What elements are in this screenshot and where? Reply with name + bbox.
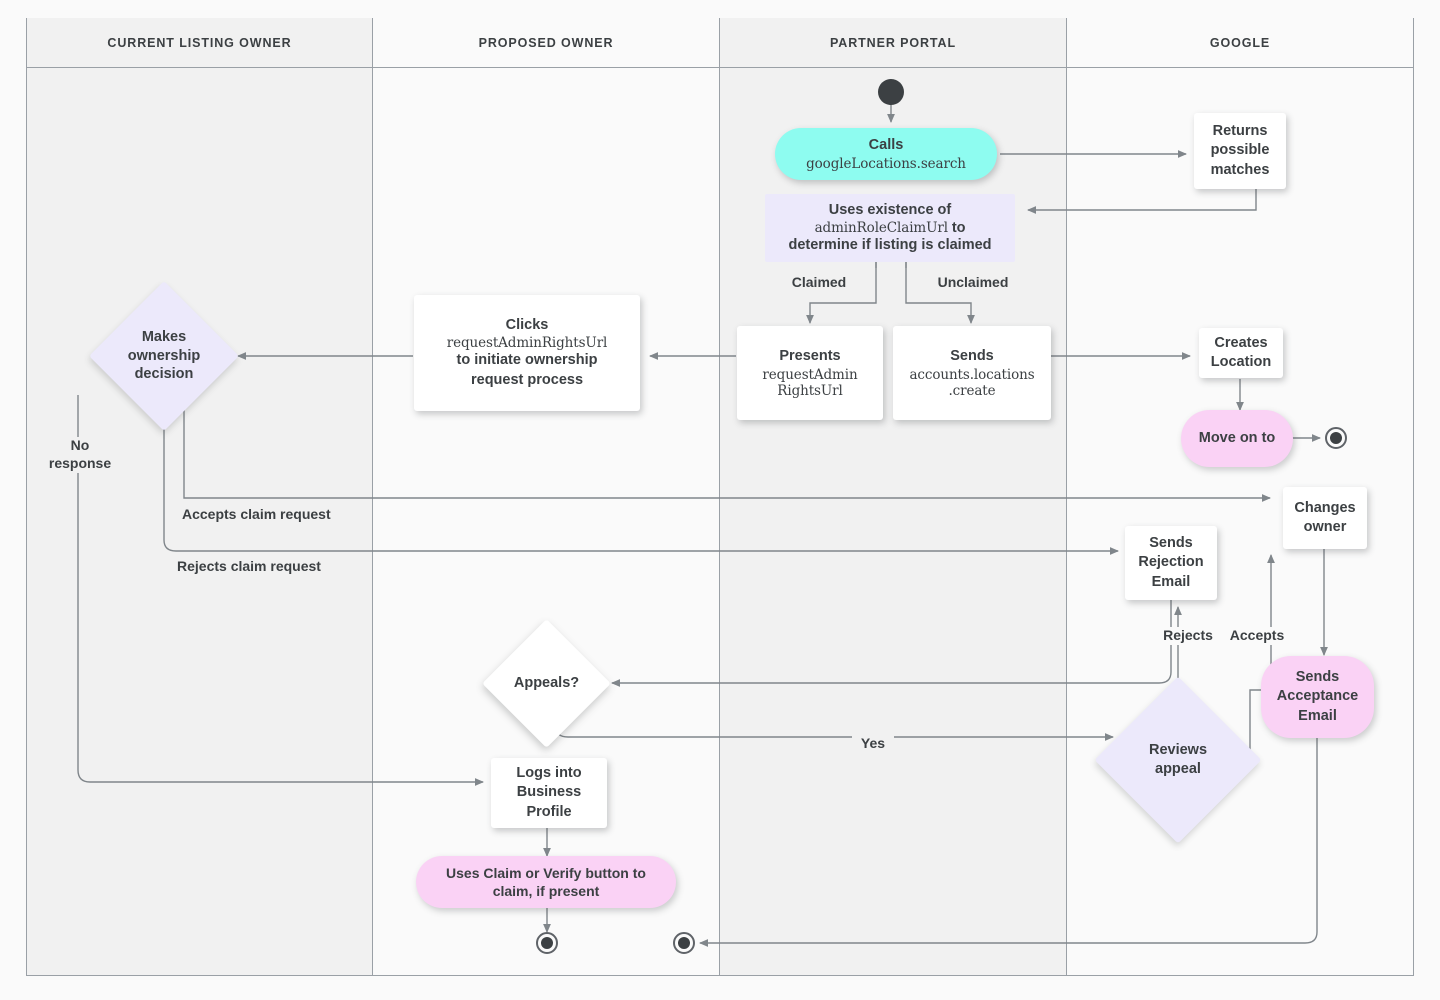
node-calls-googlelocations-search[interactable]: Calls googleLocations.search [775, 128, 997, 180]
swimlane-label: CURRENT LISTING OWNER [107, 35, 292, 50]
node-line-1: Uses existence of [828, 201, 952, 218]
node-label: Appeals? [513, 675, 580, 692]
node-line-3: RightsUrl [777, 382, 843, 399]
node-line-2: accounts.locations [909, 366, 1035, 383]
node-label: Uses Claim or Verify button to claim, if… [446, 864, 646, 899]
node-logs-into-business-profile[interactable]: Logs into Business Profile [491, 758, 607, 828]
node-sends-acceptance-email[interactable]: Sends Acceptance Email [1261, 656, 1374, 738]
node-line-1: Sends [950, 348, 994, 365]
node-line-3: to initiate ownership [456, 352, 598, 369]
end-terminal-partner-portal [673, 932, 695, 954]
node-creates-location[interactable]: Creates Location [1199, 328, 1283, 378]
edge-label-yes: Yes [852, 735, 894, 753]
edge-label-accepts: Accepts [1218, 627, 1296, 645]
node-uses-existence-adminroleclaimurl[interactable]: Uses existence of adminRoleClaimUrl to d… [765, 194, 1015, 262]
node-line-2-suffix: to [947, 220, 966, 236]
edge-label-rejects: Rejects [1152, 627, 1224, 645]
node-label: Returns possible matches [1210, 123, 1270, 178]
node-changes-owner[interactable]: Changes owner [1283, 487, 1367, 549]
node-line-4: request process [470, 371, 584, 388]
node-line-1: Clicks [505, 317, 549, 334]
node-line-2: googleLocations.search [806, 155, 966, 172]
swimlane-header-google: GOOGLE [1067, 18, 1413, 68]
swimlane-current-listing-owner: CURRENT LISTING OWNER [26, 18, 373, 976]
node-sends-rejection-email[interactable]: Sends Rejection Email [1125, 526, 1217, 600]
swimlane-header-proposed-owner: PROPOSED OWNER [373, 18, 719, 68]
node-returns-possible-matches[interactable]: Returns possible matches [1194, 113, 1286, 189]
node-label: Makes ownership decision [127, 328, 201, 383]
edge-label-accepts-claim-request: Accepts claim request [180, 506, 356, 524]
swimlane-label: PARTNER PORTAL [829, 35, 957, 50]
edge-label-unclaimed: Unclaimed [925, 274, 1021, 292]
start-terminal-partner-portal [878, 79, 904, 105]
edge-label-rejects-claim-request: Rejects claim request [175, 558, 347, 576]
node-appeals-question[interactable]: Appeals? [482, 619, 611, 748]
node-label: Creates Location [1210, 334, 1272, 370]
edge-label-claimed: Claimed [780, 274, 858, 292]
node-presents-requestadminrightsurl[interactable]: Presents requestAdmin RightsUrl [737, 326, 883, 420]
swimlane-header-current-listing-owner: CURRENT LISTING OWNER [27, 18, 372, 68]
node-label: Sends Rejection Email [1138, 535, 1204, 590]
node-clicks-requestadminrightsurl[interactable]: Clicks requestAdminRightsUrl to initiate… [414, 295, 640, 411]
node-label: Reviews appeal [1148, 742, 1208, 777]
node-move-on-to[interactable]: Move on to [1181, 410, 1293, 467]
node-sends-accounts-locations-create[interactable]: Sends accounts.locations .create [893, 326, 1051, 420]
node-reviews-appeal[interactable]: Reviews appeal [1094, 676, 1262, 844]
end-terminal-google [1325, 427, 1347, 449]
end-terminal-proposed-owner [536, 932, 558, 954]
swimlane-header-partner-portal: PARTNER PORTAL [720, 18, 1066, 68]
node-line-3: .create [948, 382, 996, 399]
node-label: Changes owner [1294, 499, 1356, 535]
node-makes-ownership-decision[interactable]: Makes ownership decision [89, 281, 239, 431]
node-line-2: requestAdminRightsUrl [446, 335, 608, 352]
swimlane-label: GOOGLE [1209, 35, 1271, 50]
node-line-1: Calls [868, 137, 904, 154]
swimlane-bottom-border [26, 975, 1414, 976]
node-label: Logs into Business Profile [516, 765, 582, 820]
node-label: Sends Acceptance Email [1276, 669, 1359, 724]
swimlane-label: PROPOSED OWNER [478, 35, 614, 50]
node-label: Move on to [1198, 429, 1276, 446]
node-line-3: determine if listing is claimed [788, 237, 992, 253]
node-line-1: Presents [779, 348, 841, 365]
node-line-2: requestAdmin [762, 366, 858, 383]
node-uses-claim-or-verify-button[interactable]: Uses Claim or Verify button to claim, if… [416, 856, 676, 908]
edge-label-no-response: No response [34, 437, 126, 473]
node-line-2-code: adminRoleClaimUrl [814, 220, 948, 236]
